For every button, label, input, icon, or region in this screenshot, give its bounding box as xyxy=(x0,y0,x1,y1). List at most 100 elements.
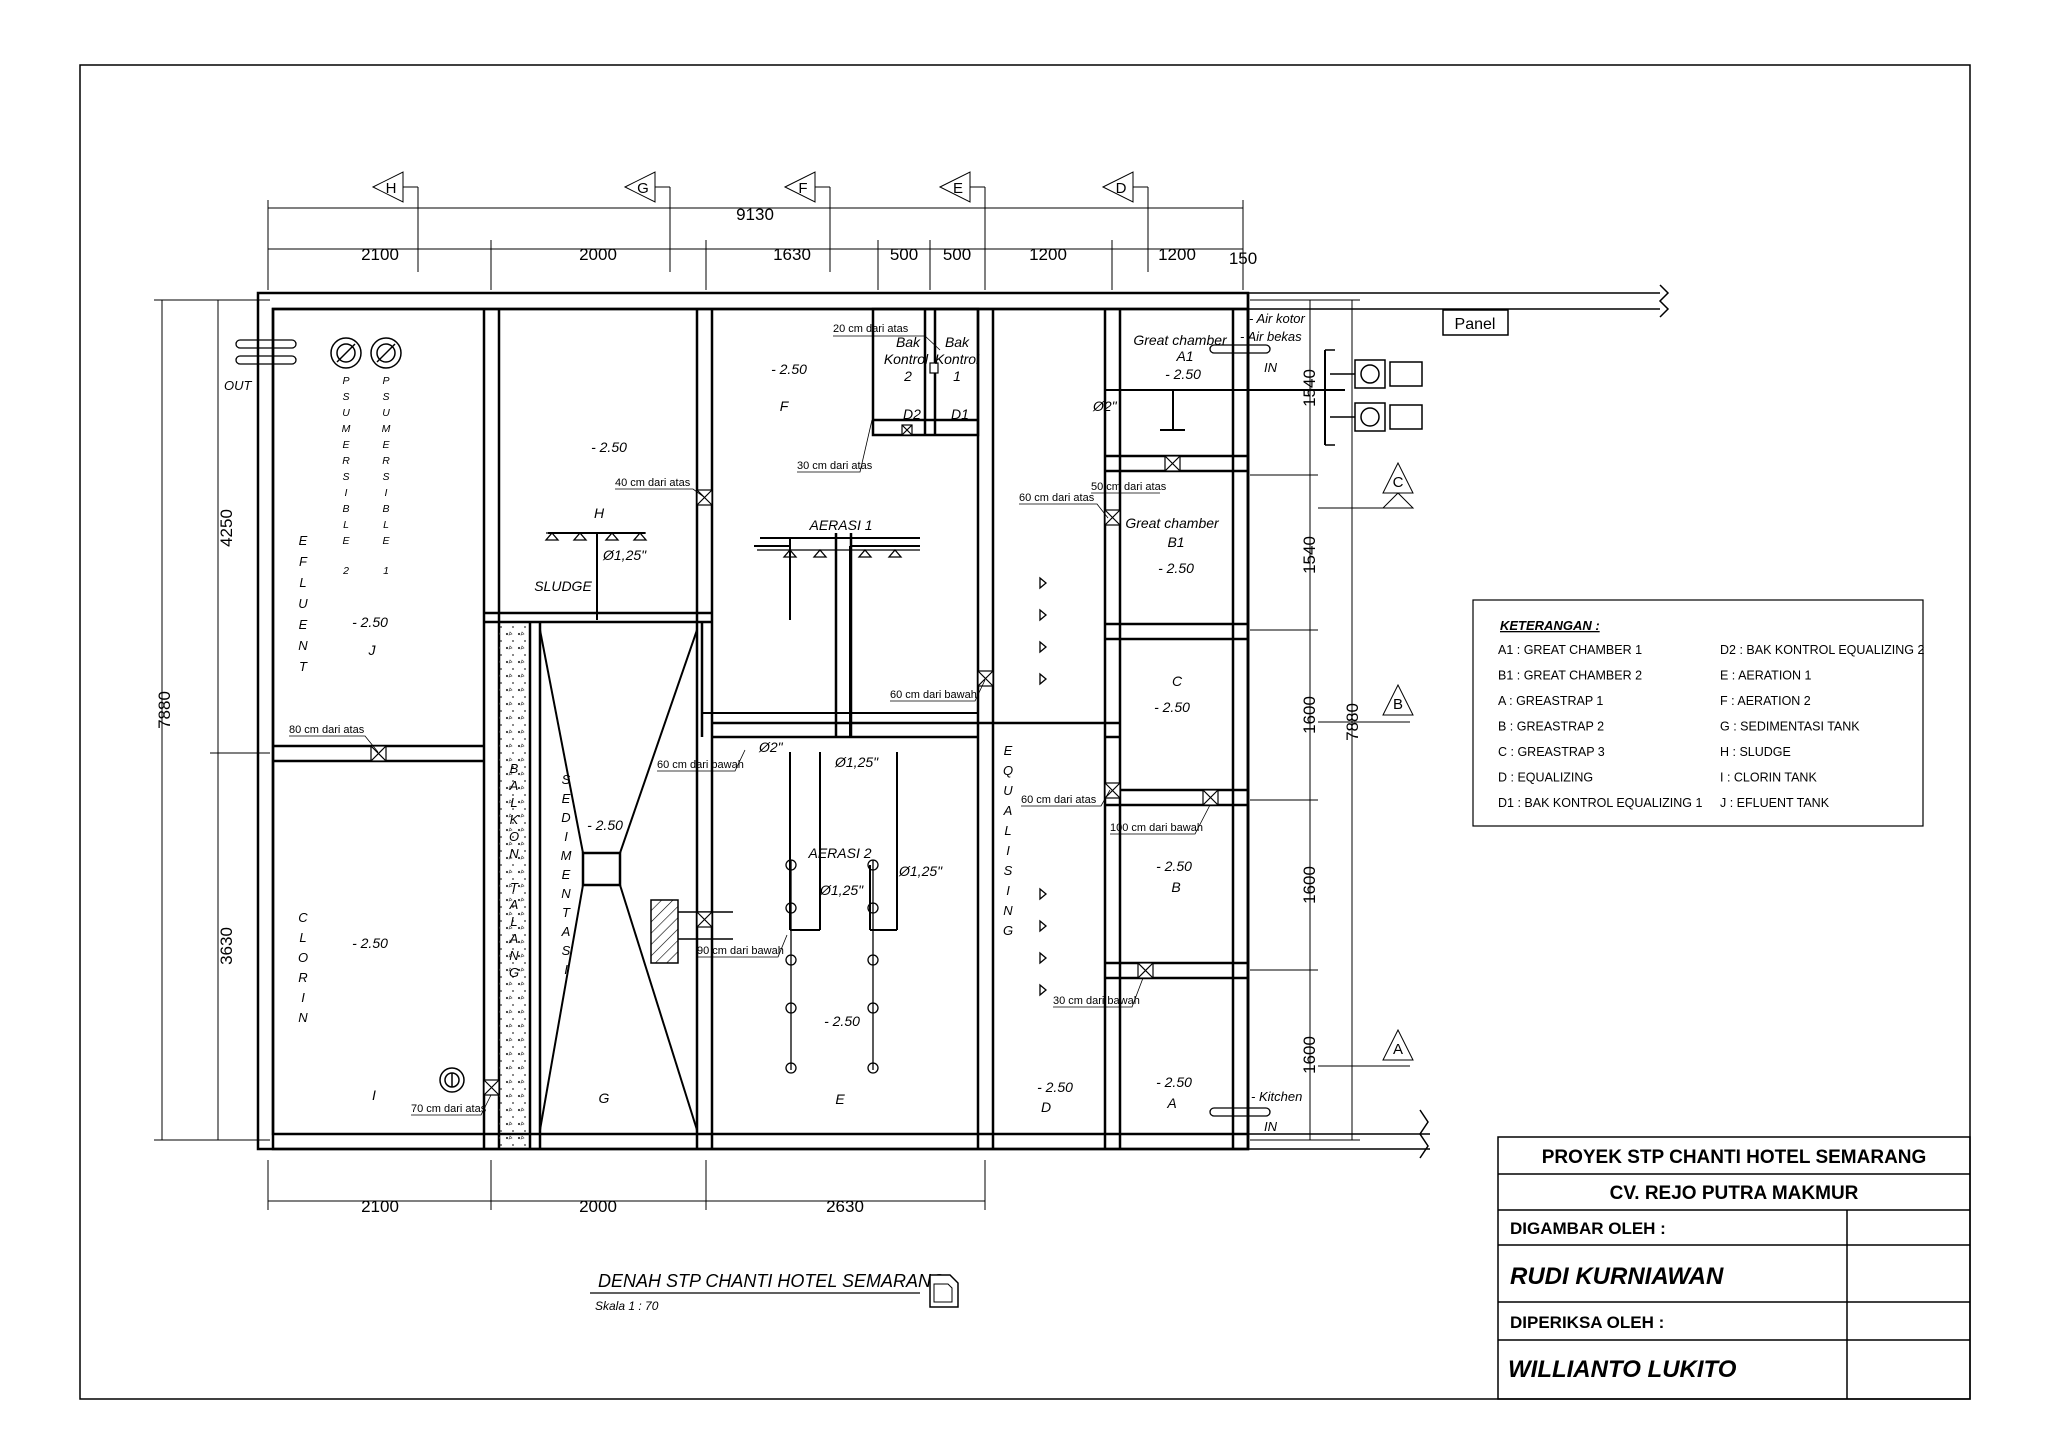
b-level: - 2.50 xyxy=(1156,858,1192,874)
openings xyxy=(370,362,1219,1096)
aeration2-level: - 2.50 xyxy=(824,1013,860,1029)
note-30a: 30 cm dari atas xyxy=(797,460,873,472)
equalizing-level: - 2.50 xyxy=(1037,1079,1073,1095)
legend-item: G : SEDIMENTASI TANK xyxy=(1720,720,1860,734)
panel-label: Panel xyxy=(1455,316,1496,333)
drawn-by-label: DIGAMBAR OLEH : xyxy=(1510,1219,1666,1238)
pipe-stubs xyxy=(235,339,1271,1117)
diffusers xyxy=(544,532,1048,1074)
submersible-pump-icon xyxy=(330,337,465,1093)
pipe-d2-a: Ø2" xyxy=(1092,398,1118,414)
dim-top-7: 1200 xyxy=(1158,245,1196,264)
bak-kontrol2-l3: 2 xyxy=(903,368,912,384)
svg-text:G: G xyxy=(637,180,649,197)
legend-title: KETERANGAN : xyxy=(1500,618,1600,633)
section-marker-d: D xyxy=(1101,171,1148,203)
pipe-d125-b: Ø1,25" xyxy=(834,754,879,770)
dim-right-3: 1600 xyxy=(1300,696,1319,734)
note-60atas-b: 60 cm dari atas xyxy=(1021,794,1097,806)
aeration1-level: - 2.50 xyxy=(771,361,807,377)
checked-by-label: DIPERIKSA OLEH : xyxy=(1510,1313,1664,1332)
dim-right-total: 7880 xyxy=(1343,703,1362,741)
drawing-title-block: DENAH STP CHANTI HOTEL SEMARANG Skala 1 … xyxy=(590,1271,959,1313)
dim-top-4: 500 xyxy=(890,245,918,264)
b-code: B xyxy=(1171,879,1180,895)
legend-item: E : AERATION 1 xyxy=(1720,669,1812,683)
c-level: - 2.50 xyxy=(1154,699,1190,715)
section-marker-g: G xyxy=(623,171,670,203)
bak-kontrol1-l3: 1 xyxy=(953,368,961,384)
legend-item: C : GREASTRAP 3 xyxy=(1498,745,1605,759)
legend-item: B1 : GREAT CHAMBER 2 xyxy=(1498,669,1642,683)
note-70: 70 cm dari atas xyxy=(411,1103,487,1115)
note-80: 80 cm dari atas xyxy=(289,724,365,736)
sheet-symbol-icon xyxy=(929,1274,959,1308)
great-a1-level: - 2.50 xyxy=(1165,366,1201,382)
dim-top-3: 1630 xyxy=(773,245,811,264)
great-b1-name: Great chamber xyxy=(1125,515,1220,531)
sediment-level: - 2.50 xyxy=(587,817,623,833)
in-bottom-label: IN xyxy=(1264,1119,1278,1134)
svg-text:B: B xyxy=(1393,696,1403,713)
sludge-level: - 2.50 xyxy=(591,439,627,455)
a-level: - 2.50 xyxy=(1156,1074,1192,1090)
bak-kontrol2-l2: Kontrol xyxy=(884,351,929,367)
blower-icon xyxy=(1325,349,1423,446)
effluent-level: - 2.50 xyxy=(352,614,388,630)
section-marker-a: A xyxy=(1382,1028,1414,1061)
dim-right-5: 1600 xyxy=(1300,1036,1319,1074)
air-kotor-label: - Air kotor xyxy=(1249,311,1306,326)
note-40: 40 cm dari atas xyxy=(615,477,691,489)
legend-item: J : EFLUENT TANK xyxy=(1720,796,1830,810)
dim-top-5: 500 xyxy=(943,245,971,264)
legend-item: A1 : GREAT CHAMBER 1 xyxy=(1498,643,1642,657)
section-marker-e: E xyxy=(938,171,985,203)
drawn-by-name: RUDI KURNIAWAN xyxy=(1510,1263,1724,1290)
legend-item: F : AERATION 2 xyxy=(1720,694,1811,708)
sedimentation-funnel xyxy=(539,629,698,1131)
legend-item: H : SLUDGE xyxy=(1720,745,1791,759)
sludge-code: H xyxy=(594,505,605,521)
pipe-d125-a: Ø1,25" xyxy=(602,547,647,563)
sediment-inlet-hatch xyxy=(650,899,679,964)
a-code: A xyxy=(1166,1095,1176,1111)
bak-kontrol2-l1: Bak xyxy=(896,334,921,350)
svg-text:F: F xyxy=(798,180,807,197)
clorin-level: - 2.50 xyxy=(352,935,388,951)
title-block xyxy=(1497,1136,1971,1400)
dim-right-4: 1600 xyxy=(1300,866,1319,904)
svg-text:E: E xyxy=(953,180,963,197)
legend-item: D2 : BAK KONTROL EQUALIZING 2 xyxy=(1720,643,1924,657)
dim-left-2: 3630 xyxy=(217,927,236,965)
great-b1-level: - 2.50 xyxy=(1158,560,1194,576)
aeration2-label: AERASI 2 xyxy=(807,845,871,861)
dim-top-8: 150 xyxy=(1229,249,1257,268)
bak-kontrol1-l2: Kontrol xyxy=(935,351,980,367)
note-50atas: 50 cm dari atas xyxy=(1091,481,1167,493)
pipe-d2-b: Ø2" xyxy=(758,739,784,755)
effluent-code: J xyxy=(368,642,377,658)
legend: KETERANGAN : A1 : GREAT CHAMBER 1 B1 : GR… xyxy=(1472,599,1924,827)
air-bekas-label: - Air bekas xyxy=(1240,329,1302,344)
dim-bottom-1: 2100 xyxy=(361,1197,399,1216)
kitchen-label: - Kitchen xyxy=(1251,1089,1302,1104)
note-100bawah: 100 cm dari bawah xyxy=(1110,822,1203,834)
legend-item: I : CLORIN TANK xyxy=(1720,771,1817,785)
legend-item: A : GREASTRAP 1 xyxy=(1498,694,1603,708)
note-30bawah: 30 cm dari bawah xyxy=(1053,995,1140,1007)
sheet-border xyxy=(79,64,1971,1400)
section-marker-c: C xyxy=(1381,461,1415,509)
svg-text:C: C xyxy=(1393,474,1404,491)
company-name: CV. REJO PUTRA MAKMUR xyxy=(1610,1183,1859,1204)
plan-walls xyxy=(256,291,1250,1151)
note-60bawah-a: 60 cm dari bawah xyxy=(890,689,977,701)
dim-top-total: 9130 xyxy=(736,205,774,224)
